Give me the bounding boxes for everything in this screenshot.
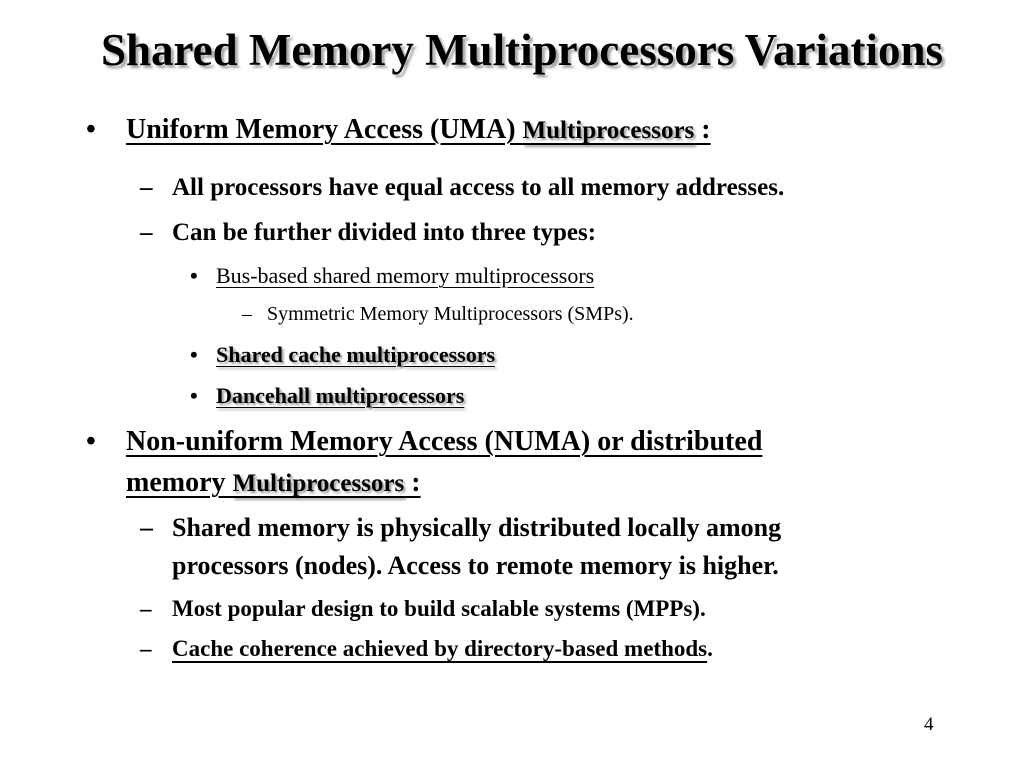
numa-point-distributed-line2: processors (nodes). Access to remote mem… — [172, 551, 779, 580]
type-dancehall: Dancehall multiprocessors — [216, 383, 464, 409]
numa-heading-memory: memory — [126, 467, 233, 498]
bullet-glyph: • — [86, 426, 96, 457]
dash-glyph: – — [140, 513, 153, 542]
numa-multiprocessors-link[interactable]: Multiprocessors — [232, 470, 405, 497]
dancehall-link[interactable]: Dancehall multiprocessors — [216, 383, 465, 408]
uma-heading-text: Uniform Memory Access (UMA) — [126, 114, 523, 145]
numa-heading-text: Non-uniform Memory Access (NUMA) or dist… — [126, 426, 763, 457]
slide-title: Shared Memory Multiprocessors Variations — [100, 25, 944, 75]
dash-glyph: – — [140, 219, 153, 246]
cache-coherence-period: . — [707, 636, 713, 661]
bullet-glyph: • — [190, 263, 198, 288]
numa-point-cache-coherence: Cache coherence achieved by directory-ba… — [172, 636, 713, 662]
dash-glyph: – — [242, 303, 252, 325]
uma-heading: Uniform Memory Access (UMA) Multiprocess… — [126, 114, 711, 146]
shared-cache-link[interactable]: Shared cache multiprocessors — [216, 342, 496, 367]
numa-point-scalable: Most popular design to build scalable sy… — [172, 596, 706, 621]
type-bus-based-sub: Symmetric Memory Multiprocessors (SMPs). — [267, 303, 634, 325]
type-bus-based: Bus-based shared memory multiprocessors — [216, 263, 594, 289]
uma-heading-suffix: : — [694, 114, 711, 145]
numa-heading-line1: Non-uniform Memory Access (NUMA) or dist… — [126, 426, 762, 458]
uma-multiprocessors-link[interactable]: Multiprocessors — [522, 117, 695, 144]
bus-based-link[interactable]: Bus-based shared memory multiprocessors — [216, 263, 595, 288]
numa-heading-suffix: : — [404, 467, 421, 498]
dash-glyph: – — [140, 636, 152, 661]
dash-glyph: – — [140, 596, 152, 621]
bullet-glyph: • — [86, 114, 96, 145]
numa-point-distributed-line1: Shared memory is physically distributed … — [172, 513, 782, 542]
uma-point-equal-access: All processors have equal access to all … — [172, 174, 785, 201]
numa-heading-line2: memory Multiprocessors : — [126, 467, 421, 499]
dash-glyph: – — [140, 174, 153, 201]
bullet-glyph: • — [190, 342, 198, 367]
type-shared-cache: Shared cache multiprocessors — [216, 342, 495, 368]
page-number: 4 — [924, 714, 934, 735]
bullet-glyph: • — [190, 383, 198, 408]
uma-point-three-types: Can be further divided into three types: — [172, 219, 597, 246]
cache-coherence-link[interactable]: Cache coherence achieved by directory-ba… — [172, 636, 708, 661]
